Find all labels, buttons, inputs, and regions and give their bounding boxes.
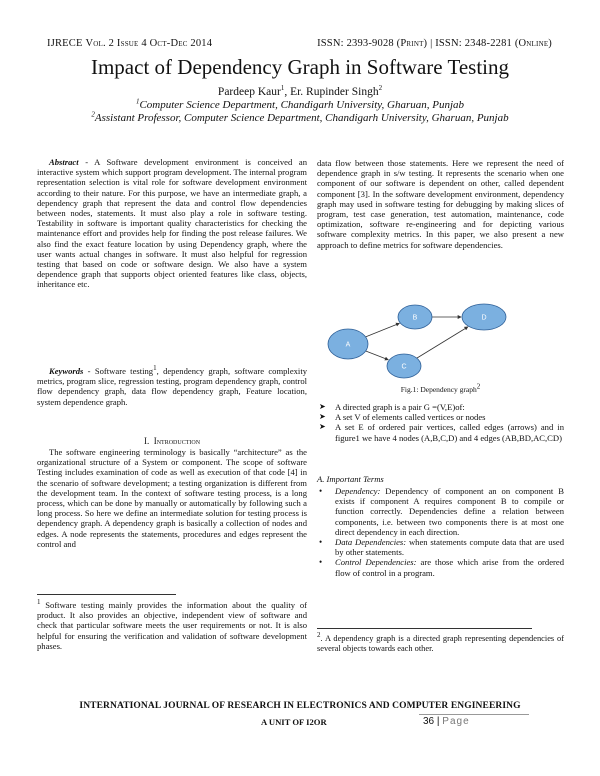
term-text: are those which arise from the ordered f… <box>335 557 564 578</box>
graph-node-label-a: A <box>346 342 351 349</box>
term-text: when statements compute data that are us… <box>335 537 564 558</box>
graph-node-label-d: D <box>481 315 486 322</box>
bullet-dot-icon: • <box>319 557 323 568</box>
introduction-text: The software engineering terminology is … <box>37 447 307 549</box>
graph-definition-list: ➤A directed graph is a pair G =(V,E)of: … <box>317 402 564 443</box>
affiliation-1: 1Computer Science Department, Chandigarh… <box>0 97 600 111</box>
footer-rule <box>419 714 529 715</box>
term-name: Control Dependencies: <box>335 557 417 568</box>
term-item: • Dependency: Dependency of component an … <box>317 486 564 537</box>
affiliation-1-sup: 1 <box>135 97 140 106</box>
issn-header: ISSN: 2393-9028 (Print) | ISSN: 2348-228… <box>317 38 552 49</box>
page-number-value: 36 <box>423 716 435 727</box>
section-numeral: I. <box>143 436 150 446</box>
author-1-sup: 1 <box>280 84 285 93</box>
term-item: • Data Dependencies: when statements comp… <box>317 537 564 557</box>
dependency-graph-figure: A B C D <box>327 303 507 379</box>
affiliation-2-text: Assistant Professor, Computer Science De… <box>94 112 509 124</box>
page-number: 36 | Page <box>423 716 470 727</box>
definition-item: ➤ A set V of elements called vertices or… <box>317 412 564 422</box>
graph-edge-ac <box>365 350 389 361</box>
graph-node-b <box>397 304 433 330</box>
definition-item: ➤ A set E of ordered pair vertices, calle… <box>317 422 564 442</box>
footnote-1-sup: 1 <box>37 598 41 607</box>
term-item: • Control Dependencies: are those which a… <box>317 557 564 577</box>
keywords-label: Keywords <box>49 366 84 376</box>
graph-node-label-c: C <box>401 364 406 371</box>
running-header-left: IJRECE Vol. 2 Issue 4 Oct-Dec 2014 <box>47 38 212 49</box>
abstract-label: Abstract <box>49 157 79 167</box>
definition-text: A set E of ordered pair vertices, called… <box>335 422 564 443</box>
page-word: Page <box>442 716 470 727</box>
footnote-1-text: Software testing mainly provides the inf… <box>37 600 307 651</box>
term-name: Data Dependencies: <box>335 537 407 548</box>
paper-title: Impact of Dependency Graph in Software T… <box>90 55 509 79</box>
affiliation-2: 2Assistant Professor, Computer Science D… <box>0 110 600 124</box>
definition-item: ➤ A directed graph is a pair G =(V,E)of: <box>317 402 564 412</box>
footnote-rule-right <box>317 628 532 629</box>
graph-node-d <box>461 303 507 331</box>
subsection-heading: A. Important Terms <box>317 474 384 484</box>
section-title: Introduction <box>153 436 201 446</box>
journal-abbrev: IJRECE <box>47 38 83 49</box>
term-text: Dependency of component an on component … <box>335 486 564 537</box>
abstract-text: - A Software development environment is … <box>37 157 307 290</box>
right-column-text: data flow between those statements. Here… <box>317 158 564 250</box>
bullet-dot-icon: • <box>319 537 323 548</box>
page-separator: | <box>434 716 443 727</box>
right-column-paragraph: data flow between those statements. Here… <box>317 158 564 250</box>
arrow-bullet-icon: ➤ <box>319 422 326 432</box>
footnote-2-sup: 2 <box>317 631 321 640</box>
graph-nodes: A B C D <box>327 303 507 379</box>
authors: Pardeep Kaur1, Er. Rupinder Singh2 <box>0 84 600 98</box>
term-name: Dependency: <box>335 486 381 496</box>
figure-caption-sup: 2 <box>476 382 481 391</box>
author-2: , Er. Rupinder Singh <box>284 86 379 98</box>
graph-edge-ab <box>365 322 400 338</box>
graph-edge-cd <box>416 326 469 359</box>
keywords: Keywords - Software testing1, dependency… <box>37 364 307 407</box>
graph-node-c <box>386 353 422 379</box>
author-1: Pardeep Kaur <box>217 86 281 98</box>
footer-journal-name: INTERNATIONAL JOURNAL OF RESEARCH IN ELE… <box>79 701 521 711</box>
definition-text: A directed graph is a pair G =(V,E)of: <box>335 402 465 412</box>
footnote-1: 1 Software testing mainly provides the i… <box>37 598 307 651</box>
section-heading-introduction: I. Introduction <box>37 436 307 446</box>
affiliation-1-text: Computer Science Department, Chandigarh … <box>139 99 465 111</box>
keywords-sup: 1 <box>153 364 157 373</box>
introduction-body: The software engineering terminology is … <box>37 447 307 549</box>
volume: Vol. 2 <box>85 38 115 49</box>
bullet-dot-icon: • <box>319 486 323 496</box>
graph-node-label-b: B <box>413 315 418 322</box>
figure-caption: Fig.1: Dependency graph2 <box>317 382 564 394</box>
graph-node-a <box>327 328 369 360</box>
arrow-bullet-icon: ➤ <box>319 402 326 411</box>
issue: Issue 4 <box>116 38 147 49</box>
footnote-2: 2. A dependency graph is a directed grap… <box>317 631 564 654</box>
arrow-bullet-icon: ➤ <box>319 412 326 422</box>
abstract: Abstract - A Software development enviro… <box>37 157 307 290</box>
definition-text: A set V of elements called vertices or n… <box>335 412 486 423</box>
keywords-text: , dependency graph, software complexity … <box>37 366 307 407</box>
keywords-pre: - Software testing <box>83 366 154 376</box>
figure-caption-text: Fig.1: Dependency graph <box>400 385 477 394</box>
footer-unit: A UNIT OF I2OR <box>261 717 327 727</box>
affiliation-2-sup: 2 <box>91 110 95 119</box>
graph-edges <box>365 315 469 361</box>
author-2-sup: 2 <box>378 84 383 93</box>
footnote-2-text: . A dependency graph is a directed graph… <box>317 634 564 654</box>
terms-list: • Dependency: Dependency of component an … <box>317 486 564 578</box>
issue-date: Oct-Dec 2014 <box>149 38 213 49</box>
footnote-rule-left <box>37 594 176 595</box>
